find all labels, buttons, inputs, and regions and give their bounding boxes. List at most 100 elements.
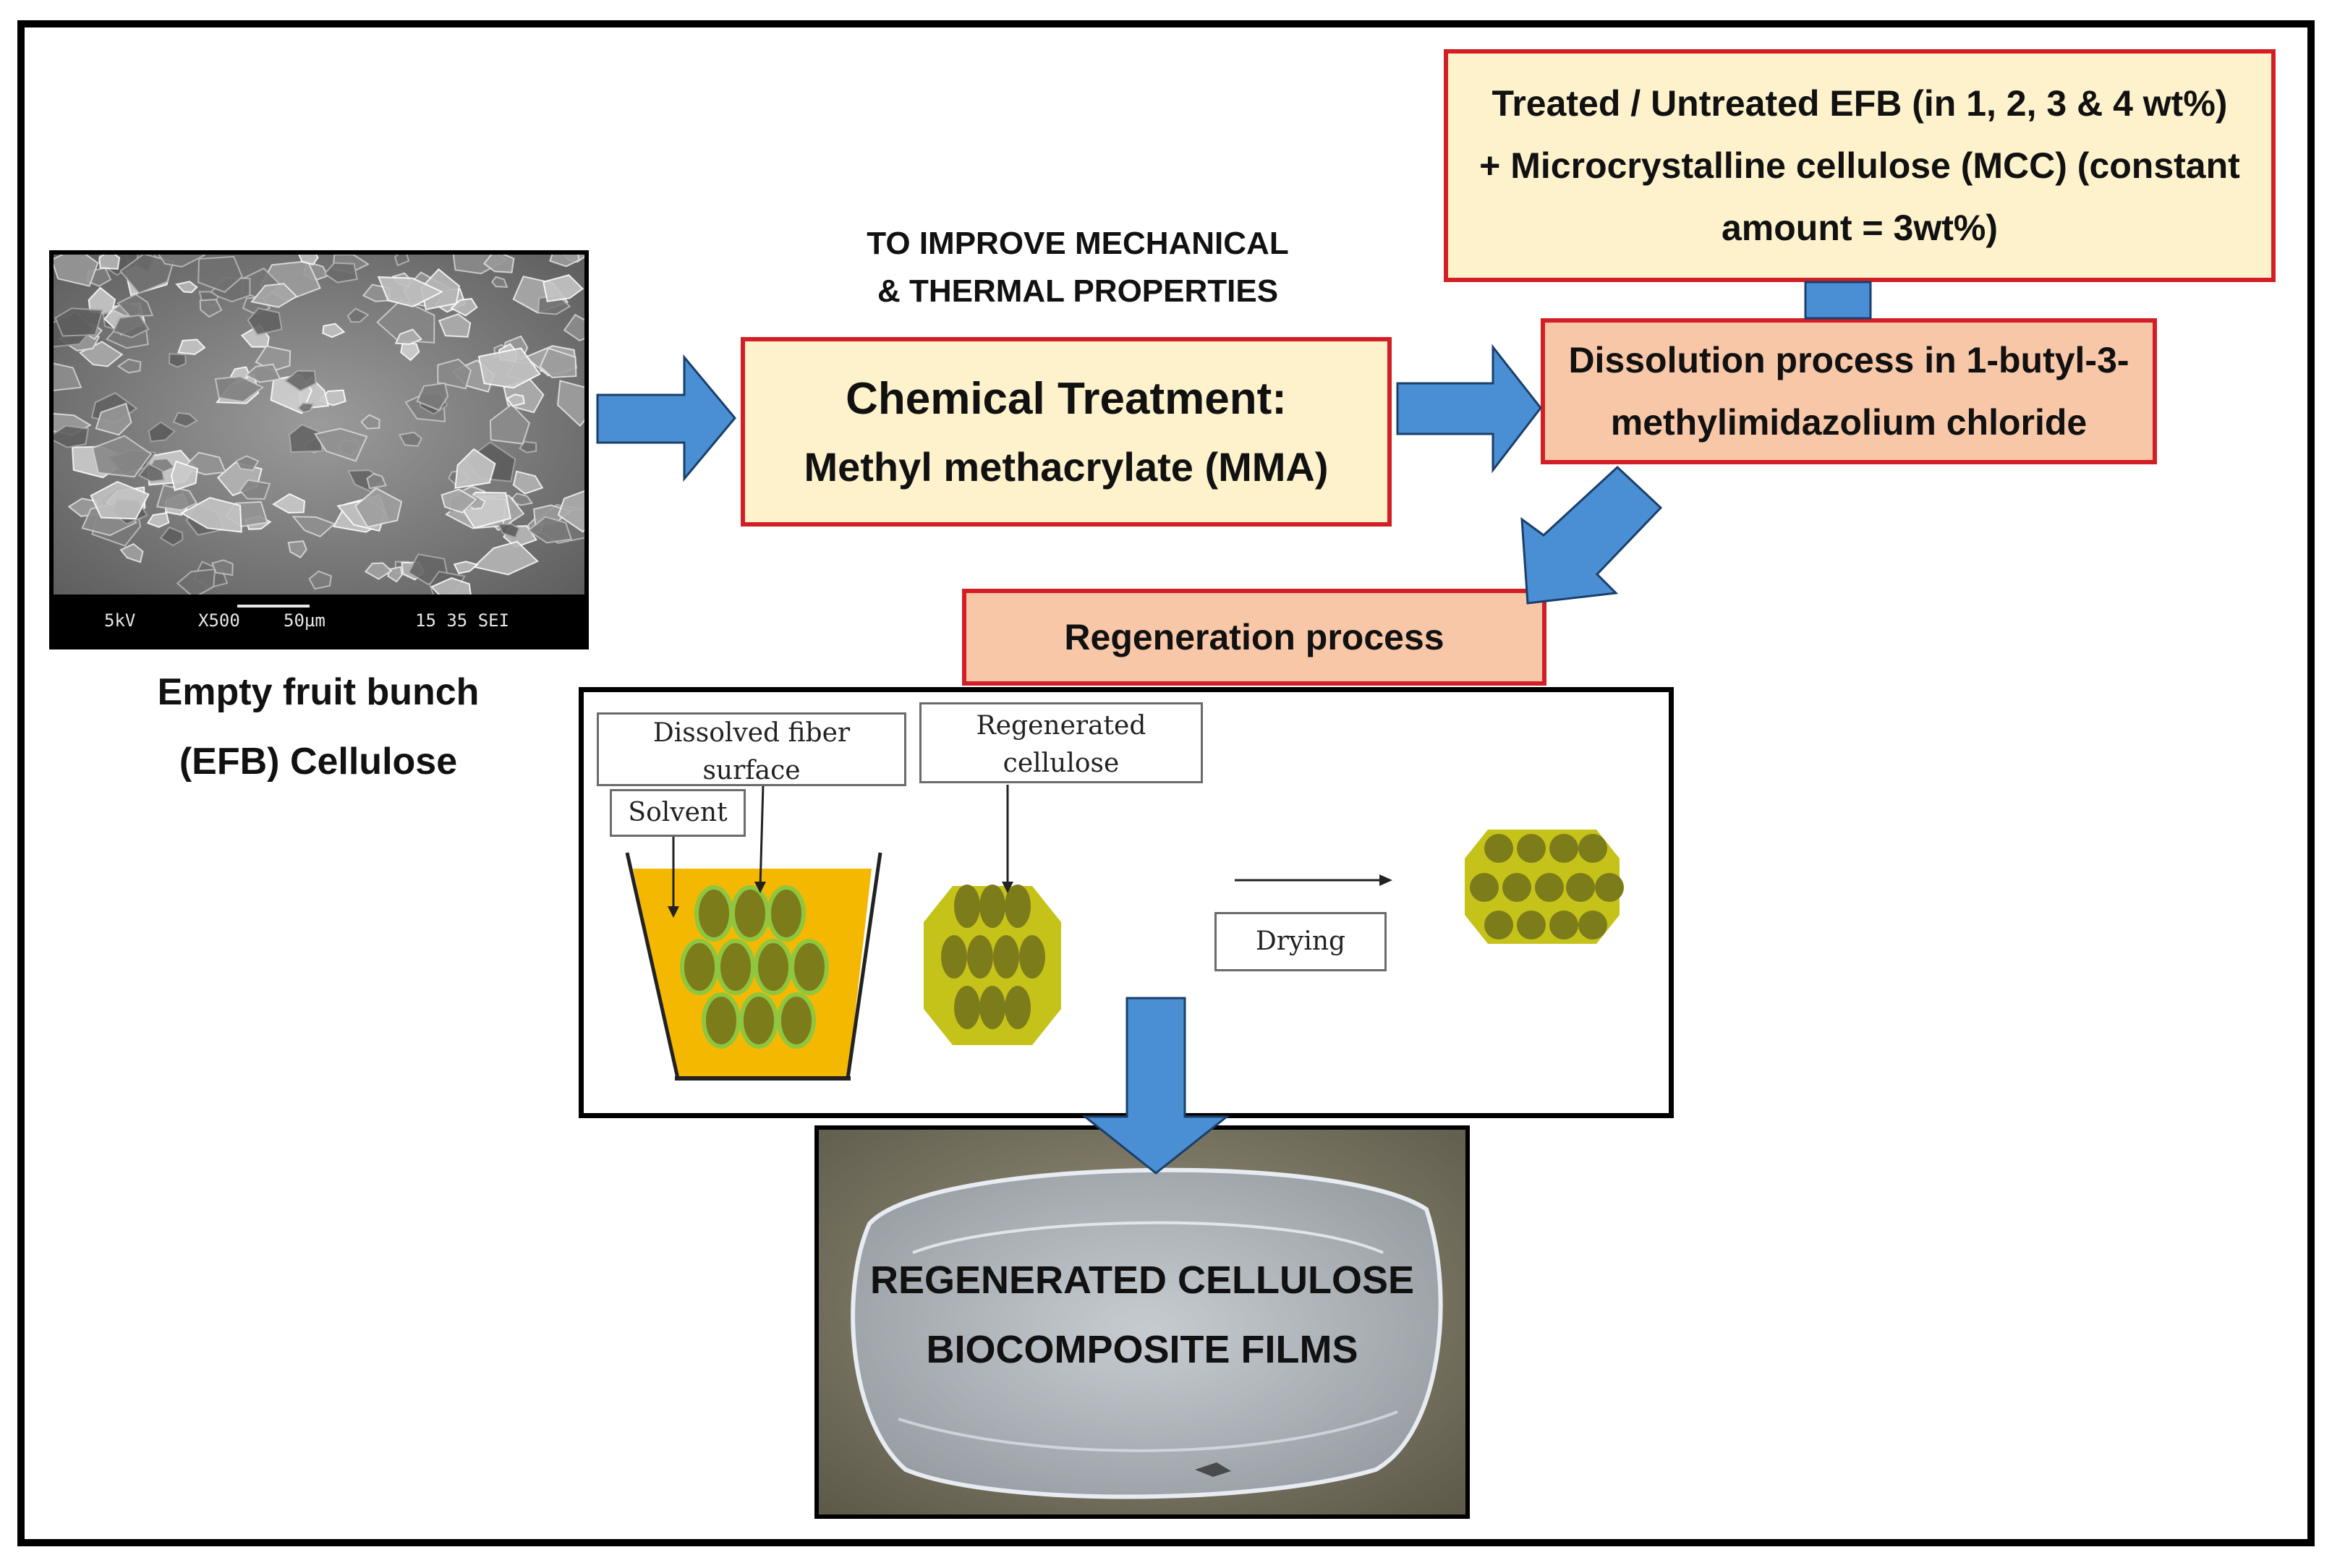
figure-frame <box>17 20 2315 1546</box>
dissolved-fiber-label: Dissolved fiber surface <box>597 712 906 786</box>
sem-flake <box>364 562 393 580</box>
sem-flake <box>91 435 153 478</box>
additive-box: Treated / Untreated EFB (in 1, 2, 3 & 4 … <box>1444 49 2276 282</box>
sem-flake <box>176 568 216 595</box>
sem-flake <box>54 425 90 448</box>
sem-flake <box>119 542 144 563</box>
regenerated-fiber <box>954 986 980 1029</box>
sem-flake <box>477 347 541 389</box>
sem-flake <box>284 370 317 392</box>
regenerated-fiber <box>1019 935 1045 979</box>
sem-flake <box>512 470 544 495</box>
result-caption-line1: REGENERATED CELLULOSE <box>869 1258 1415 1302</box>
beaker-fiber <box>731 885 770 942</box>
beaker-fiber <box>716 939 755 995</box>
sem-flake <box>292 516 336 538</box>
sem-flake <box>497 523 521 539</box>
dried-fiber <box>1484 911 1513 939</box>
sem-flake <box>297 402 315 414</box>
sem-flake <box>137 462 165 482</box>
regenerated-fiber <box>941 935 967 979</box>
dissolved-fiber-label-line1: Dissolved fiber <box>652 718 851 748</box>
film-photo-drawing <box>819 1130 1465 1514</box>
beaker-fiber <box>739 992 778 1049</box>
efb-caption-line1: Empty fruit bunch <box>157 671 480 713</box>
chemical-treatment-box: Chemical Treatment: Methyl methacrylate … <box>741 337 1392 527</box>
sem-magnification: X500 <box>198 610 240 631</box>
sem-flake <box>346 307 370 323</box>
sem-flake <box>394 255 410 267</box>
dried-fiber <box>1578 911 1607 939</box>
sem-flake <box>54 255 99 287</box>
efb-caption: Empty fruit bunch (EFB) Cellulose <box>101 658 535 796</box>
beaker-fiber <box>777 992 816 1049</box>
dried-fiber <box>1578 834 1607 863</box>
sem-flake <box>235 455 260 472</box>
sem-flake <box>556 380 584 427</box>
regenerated-fiber <box>1005 986 1031 1029</box>
sem-code: 15 35 SEI <box>415 610 510 631</box>
dissolved-fiber-label-line2: surface <box>702 756 801 785</box>
fiber-surface-pointer <box>759 784 765 888</box>
dissolution-box: Dissolution process in 1-butyl-3- methyl… <box>1541 318 2157 464</box>
regenerated-pointer-head <box>1002 882 1013 893</box>
regenerated-fiber <box>1005 885 1031 928</box>
sem-image <box>54 255 584 595</box>
dissolution-line2: methylimidazolium chloride <box>1610 402 2088 443</box>
dried-fiber <box>1549 911 1578 939</box>
sem-flake <box>90 480 150 520</box>
beaker-fiber <box>754 939 793 995</box>
sem-flake <box>54 307 103 337</box>
sem-flake <box>199 299 223 318</box>
sem-flake <box>116 358 142 374</box>
dried-fibers <box>1470 834 1624 939</box>
sem-flake <box>287 540 307 559</box>
sem-flake <box>172 412 198 428</box>
sem-flake <box>400 342 420 362</box>
regeneration-schematic: Dissolved fiber surface Regenerated cell… <box>579 687 1674 1118</box>
regeneration-title: Regeneration process <box>1064 617 1444 657</box>
regenerated-fiber <box>979 986 1005 1029</box>
sem-flake <box>323 262 358 284</box>
drying-arrow-head <box>1379 874 1392 886</box>
efb-caption-line2: (EFB) Cellulose <box>179 741 458 783</box>
beaker-wall-left <box>625 852 680 1079</box>
sem-flake <box>539 347 577 378</box>
schematic-drawing <box>625 784 1624 1081</box>
beaker-fiber <box>680 939 719 995</box>
sem-flake <box>438 313 472 338</box>
sem-flake <box>308 570 333 590</box>
sem-flake <box>420 268 461 310</box>
sem-flake <box>158 255 206 268</box>
dried-fiber <box>1484 834 1513 863</box>
additive-line1: Treated / Untreated EFB (in 1, 2, 3 & 4 … <box>1491 83 2228 124</box>
regeneration-box: Regeneration process <box>962 589 1546 686</box>
solvent-pointer-head <box>668 906 679 918</box>
regenerated-label-line1: Regenerated <box>976 711 1146 741</box>
sem-flake <box>168 352 187 368</box>
sem-flake <box>272 493 306 514</box>
dried-fiber <box>1535 873 1564 902</box>
sem-flake <box>244 363 281 383</box>
sem-flake <box>366 472 387 490</box>
result-caption: REGENERATED CELLULOSE BIOCOMPOSITE FILMS <box>819 1245 1465 1384</box>
fiber-surface-pointer-head <box>754 882 766 893</box>
sem-flake <box>180 497 242 533</box>
additive-line3: amount = 3wt%) <box>1722 208 1998 248</box>
sem-scale-label: 50µm <box>284 610 325 631</box>
dissolution-line1: Dissolution process in 1-butyl-3- <box>1568 340 2129 380</box>
regenerated-fibers <box>941 885 1045 1029</box>
beaker-wall-right <box>846 852 882 1079</box>
sem-flake <box>563 313 584 341</box>
sem-flake <box>437 358 472 390</box>
efb-sem-micrograph: 5kV X500 50µm 15 35 SEI <box>49 250 589 649</box>
sem-flake <box>214 375 265 403</box>
drying-label: Drying <box>1214 912 1387 971</box>
beaker-fiber <box>694 885 733 942</box>
dried-fiber <box>1517 911 1546 939</box>
sem-flake <box>398 431 422 447</box>
sem-flake <box>557 490 584 533</box>
purpose-note: TO IMPROVE MECHANICAL & THERMAL PROPERTI… <box>803 217 1353 318</box>
regenerated-cellulose-label: Regenerated cellulose <box>919 702 1203 783</box>
sem-flake <box>416 382 449 412</box>
